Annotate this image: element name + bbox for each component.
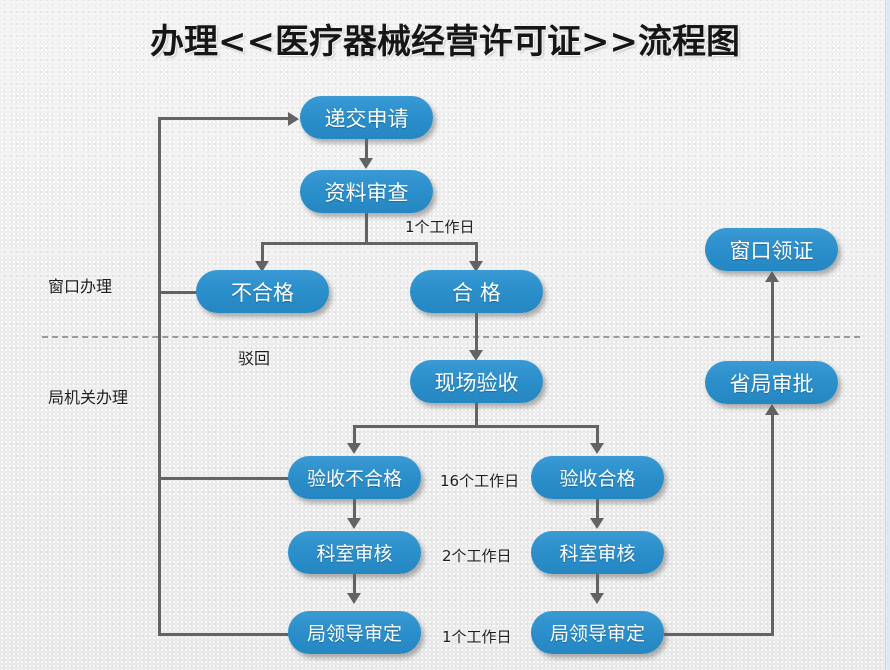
arrow-docreview-icon [359,158,373,169]
arrow-to-submit-icon [288,112,299,126]
fork-onsite-right-drop [596,425,599,446]
node-leader-right[interactable]: 局领导审定 [531,611,664,654]
node-submit[interactable]: 递交申请 [300,96,433,139]
return-bus-vertical [158,117,161,636]
arrow-pass-icon [469,261,483,272]
return-stub-onsite-fail [158,477,290,480]
arrow-onsite-icon [469,350,483,361]
node-pass[interactable]: 合 格 [410,270,543,313]
arrow-province-icon [765,404,779,415]
node-onsite-pass[interactable]: 验收合格 [531,456,664,499]
fork-onsite-bar [353,425,598,428]
link-province-collect [771,281,774,361]
node-onsite[interactable]: 现场验收 [410,360,543,403]
node-doc-review[interactable]: 资料审查 [300,170,433,213]
edge-label-reject: 驳回 [238,349,271,368]
node-onsite-fail[interactable]: 验收不合格 [288,456,421,499]
link-submit-docreview [365,139,368,161]
edge-label-day1-leader: 1个工作日 [442,628,512,646]
fork-docreview-bar [261,242,478,245]
edge-label-day16-onsite: 16个工作日 [440,472,520,490]
fork-docreview-left-drop [261,242,264,264]
arrow-collect-icon [765,271,779,282]
page-title: 办理<<医疗器械经营许可证>>流程图 [150,22,740,62]
node-dept-review-left[interactable]: 科室审核 [288,531,421,574]
return-stub-leader-left [158,633,290,636]
node-fail[interactable]: 不合格 [196,270,329,313]
link-leaderright-out [664,633,774,636]
node-leader-left[interactable]: 局领导审定 [288,611,421,654]
lane-label-bureau: 局机关办理 [48,388,129,407]
node-collect[interactable]: 窗口领证 [705,228,838,271]
arrow-dept-right-icon [590,518,604,529]
arrow-onsite-pass-icon [590,443,604,454]
lane-label-window: 窗口办理 [48,277,113,296]
node-dept-review-right[interactable]: 科室审核 [531,531,664,574]
node-province[interactable]: 省局审批 [705,361,838,404]
return-bus-to-submit [158,117,290,120]
link-pass-onsite [475,313,478,353]
fork-docreview-right-drop [475,242,478,264]
arrow-dept-left-icon [347,518,361,529]
arrow-onsite-fail-icon [347,443,361,454]
link-leaderright-up [771,414,774,635]
edge-label-day1-review: 1个工作日 [405,218,475,236]
link-deptleft-leaderleft [353,574,356,596]
fork-docreview-stem [365,213,368,244]
return-stub-fail [158,291,208,294]
link-onsitepass-deptright [596,499,599,521]
right-edge-accent [885,0,890,670]
arrow-leader-left-icon [347,593,361,604]
lane-divider [42,336,860,338]
link-deptright-leaderright [596,574,599,596]
arrow-fail-icon [255,261,269,272]
fork-onsite-left-drop [353,425,356,446]
fork-onsite-stem [475,403,478,427]
arrow-leader-right-icon [590,593,604,604]
edge-label-day2-dept: 2个工作日 [442,547,512,565]
link-onsitefail-dept [353,499,356,521]
